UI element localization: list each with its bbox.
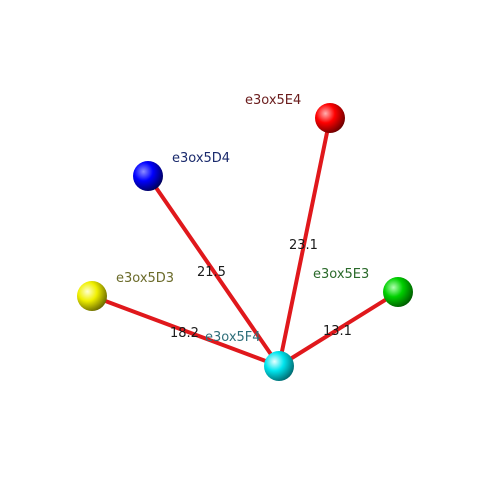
nodes — [77, 103, 413, 381]
node-label-red: e3ox5E4 — [245, 93, 301, 108]
edge-center-red — [277, 116, 332, 368]
edge-labels: 21.5 23.1 18.2 13.1 — [170, 238, 352, 341]
edge-center-yellow — [90, 294, 281, 368]
node-label-blue: e3ox5D4 — [172, 151, 230, 166]
node-label-yellow: e3ox5D3 — [116, 271, 174, 286]
node-center-sphere[interactable] — [264, 351, 294, 381]
node-red-sphere[interactable] — [315, 103, 345, 133]
node-blue-sphere[interactable] — [133, 161, 163, 191]
node-label-green: e3ox5E3 — [313, 267, 369, 282]
edge-label-center-green: 13.1 — [323, 324, 352, 339]
edge-center-blue — [146, 174, 281, 368]
edge-label-center-red: 23.1 — [289, 238, 318, 253]
edges — [90, 116, 400, 368]
edge-label-center-blue: 21.5 — [197, 265, 226, 280]
edge-center-green — [277, 290, 400, 368]
node-label-center: e3ox5F4 — [205, 330, 261, 345]
node-green-sphere[interactable] — [383, 277, 413, 307]
node-yellow-sphere[interactable] — [77, 281, 107, 311]
edge-label-center-yellow: 18.2 — [170, 326, 199, 341]
node-labels: e3ox5F4 e3ox5D4 e3ox5E4 e3ox5D3 e3ox5E3 — [116, 93, 369, 345]
